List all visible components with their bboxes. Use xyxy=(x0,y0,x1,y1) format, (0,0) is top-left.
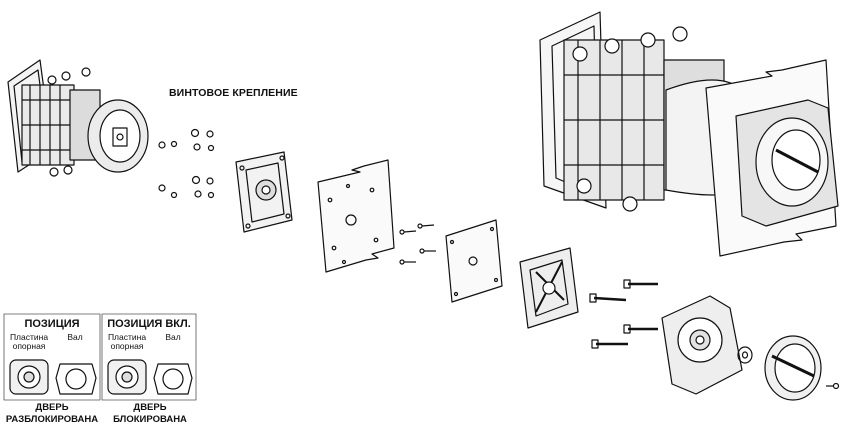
long-bolts xyxy=(589,279,658,349)
shaft-icon-locked xyxy=(153,363,193,395)
mounting-flange xyxy=(235,151,293,233)
plate-icon-unlocked xyxy=(9,359,49,395)
door-status-line2: БЛОКИРОВАНА xyxy=(113,414,187,425)
rotary-handle xyxy=(764,335,840,401)
nuts-and-washers xyxy=(158,128,215,199)
door-status-line1: ДВЕРЬ xyxy=(133,402,167,413)
shaft-label: Вал xyxy=(165,332,181,342)
door-status-line2: РАЗБЛОКИРОВАНА xyxy=(5,414,99,425)
plate-icon-locked xyxy=(107,359,147,395)
plate-label: Пластина опорная xyxy=(107,332,147,351)
plate-label: Пластина опорная xyxy=(9,332,49,351)
gasket-plate xyxy=(445,219,503,303)
position-heading: ПОЗИЦИЯ xyxy=(24,318,80,330)
position-heading: ПОЗИЦИЯ ВКЛ. xyxy=(107,318,191,330)
door-panel xyxy=(317,159,395,273)
large-assembled-switch xyxy=(539,11,839,257)
handle-base xyxy=(661,295,753,395)
screws xyxy=(399,223,436,265)
shaft-icon-unlocked xyxy=(55,363,97,395)
support-plate xyxy=(519,247,579,329)
small-switch-body xyxy=(7,59,149,177)
door-status-line1: ДВЕРЬ xyxy=(35,402,69,413)
diagram-title: ВИНТОВОЕ КРЕПЛЕНИЕ xyxy=(169,87,298,99)
shaft-label: Вал xyxy=(67,332,83,342)
